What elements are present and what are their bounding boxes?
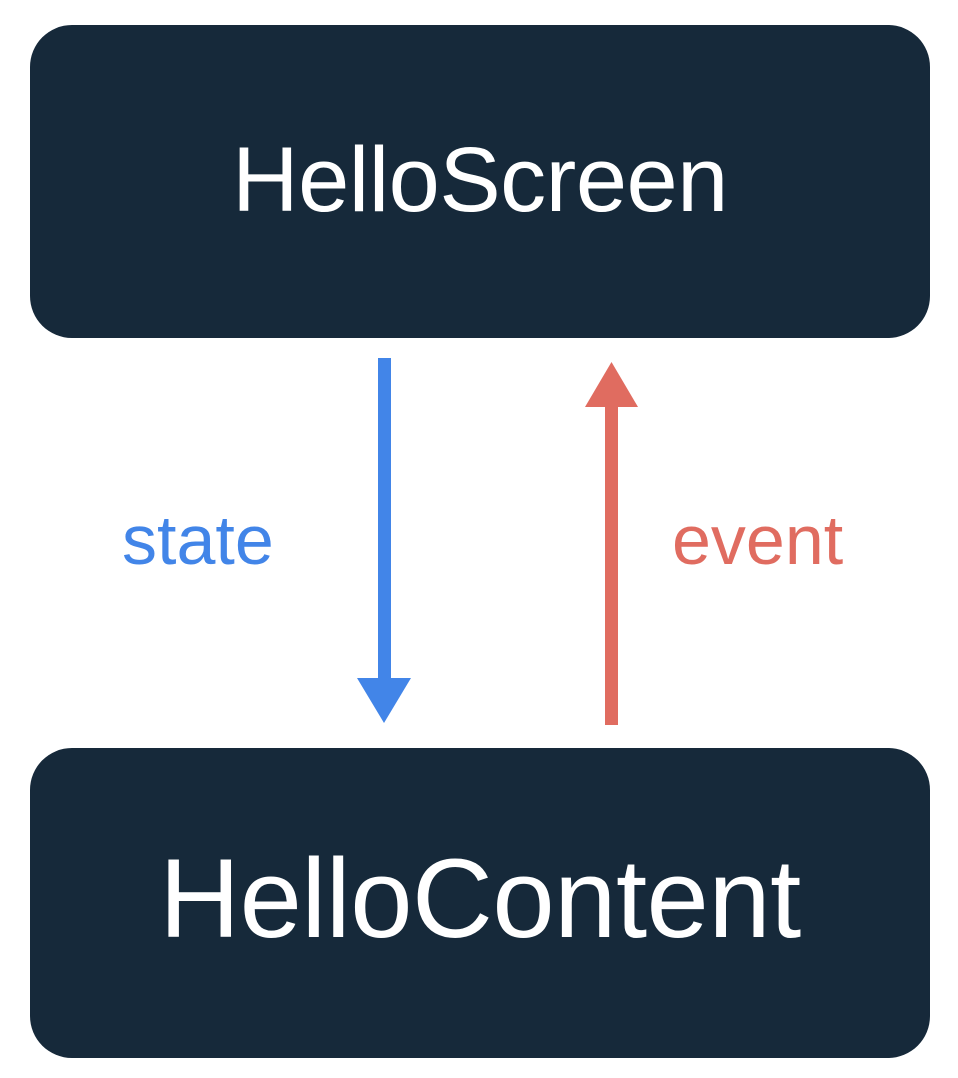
node-hello-content-label: HelloContent <box>159 836 801 961</box>
edge-label-event: event <box>672 501 844 579</box>
state-arrow-shaft <box>378 358 391 680</box>
node-hello-screen[interactable]: HelloScreen <box>30 25 930 338</box>
state-arrow <box>357 358 411 723</box>
node-hello-content[interactable]: HelloContent <box>30 748 930 1058</box>
event-arrow <box>585 362 638 725</box>
event-arrowhead-icon <box>585 362 638 407</box>
state-arrowhead-icon <box>357 678 411 723</box>
edge-label-state: state <box>122 501 274 579</box>
node-hello-screen-label: HelloScreen <box>232 128 728 231</box>
event-arrow-shaft <box>605 405 618 725</box>
